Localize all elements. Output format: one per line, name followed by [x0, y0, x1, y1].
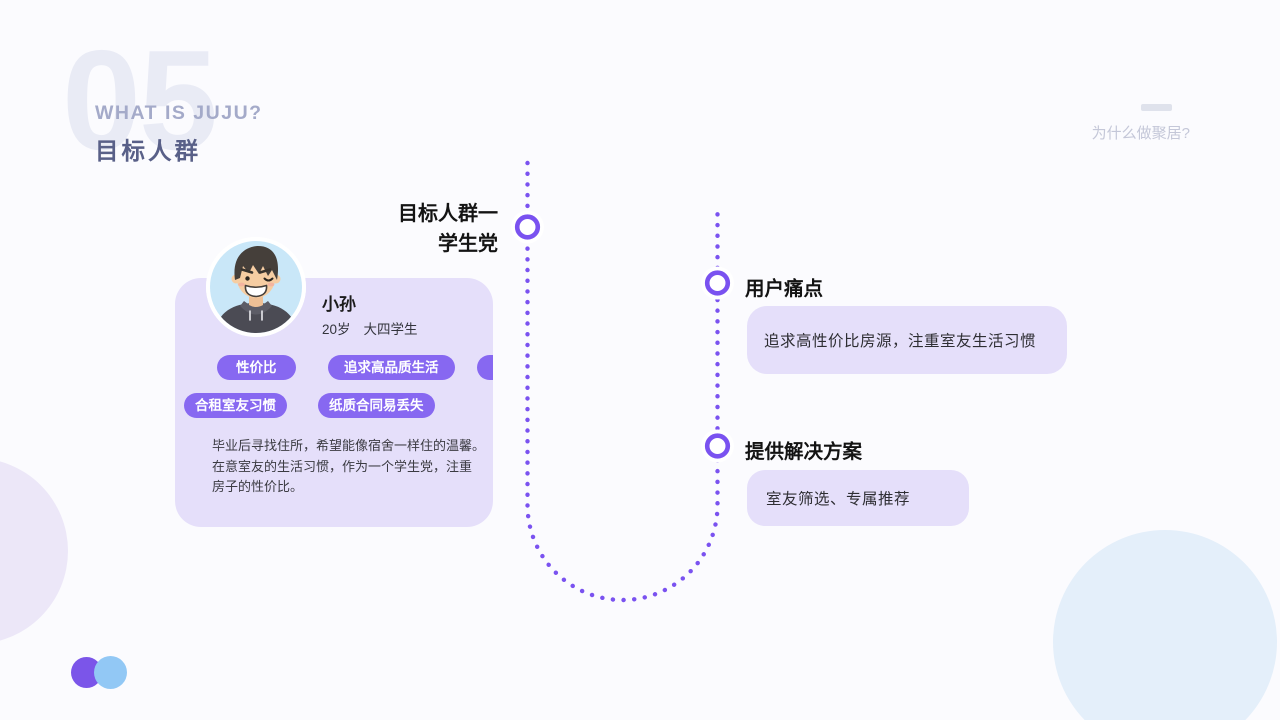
- section-kicker: WHAT IS JUJU?: [95, 102, 263, 124]
- dotted-path: [525, 160, 720, 603]
- persona-avatar-illustration: [206, 237, 306, 337]
- persona-tag-clipped: [477, 355, 493, 380]
- decor-circle-bottom-right: [1053, 530, 1277, 720]
- timeline-node-solution: [701, 429, 734, 463]
- persona-label-line2: 学生党: [438, 233, 498, 255]
- persona-tag: 性价比: [217, 355, 296, 380]
- page-title: 目标人群: [95, 138, 201, 164]
- section-number: 05: [62, 21, 218, 180]
- persona-label: 目标人群一 学生党: [398, 199, 498, 259]
- persona-tag: 追求高品质生活: [328, 355, 455, 380]
- pain-point-title: 用户痛点: [745, 278, 824, 300]
- persona-description: 毕业后寻找住所，希望能像宿舍一样住的温馨。 在意室友的生活习惯，作为一个学生党，…: [212, 436, 485, 498]
- persona-avatar: [206, 237, 306, 337]
- decor-circle-left: [0, 458, 68, 644]
- persona-description-line: 毕业后寻找住所，希望能像宿舍一样住的温馨。: [212, 438, 486, 453]
- pain-point-card: 追求高性价比房源，注重室友生活习惯: [747, 306, 1067, 374]
- persona-label-line1: 目标人群一: [398, 203, 498, 225]
- ring-icon: [704, 433, 731, 459]
- timeline-node-persona: [511, 210, 544, 244]
- persona-card: 小孙 20岁大四学生 性价比 追求高品质生活 合租室友习惯 纸质合同易丢失 毕业…: [175, 278, 493, 527]
- decor-dot-blue: [94, 656, 127, 689]
- ring-icon: [704, 270, 731, 296]
- pain-point-detail: 追求高性价比房源，注重室友生活习惯: [764, 333, 1037, 350]
- persona-description-line: 在意室友的生活习惯，作为一个学生党，注重: [212, 458, 473, 474]
- side-note-dash: [1141, 104, 1172, 111]
- solution-card: 室友筛选、专属推荐: [747, 470, 969, 526]
- persona-tag: 纸质合同易丢失: [318, 393, 435, 418]
- persona-meta: 20岁大四学生: [322, 318, 431, 338]
- persona-occupation: 大四学生: [363, 322, 418, 337]
- timeline-node-pain: [701, 266, 734, 300]
- side-note: 为什么做聚居?: [1091, 125, 1190, 142]
- solution-title: 提供解决方案: [745, 441, 863, 463]
- solution-detail: 室友筛选、专属推荐: [766, 491, 911, 508]
- persona-age: 20岁: [322, 322, 351, 337]
- persona-description-line: 房子的性价比。: [212, 479, 304, 494]
- ring-icon: [514, 214, 541, 240]
- persona-name: 小孙: [322, 295, 356, 314]
- persona-tag: 合租室友习惯: [184, 393, 287, 418]
